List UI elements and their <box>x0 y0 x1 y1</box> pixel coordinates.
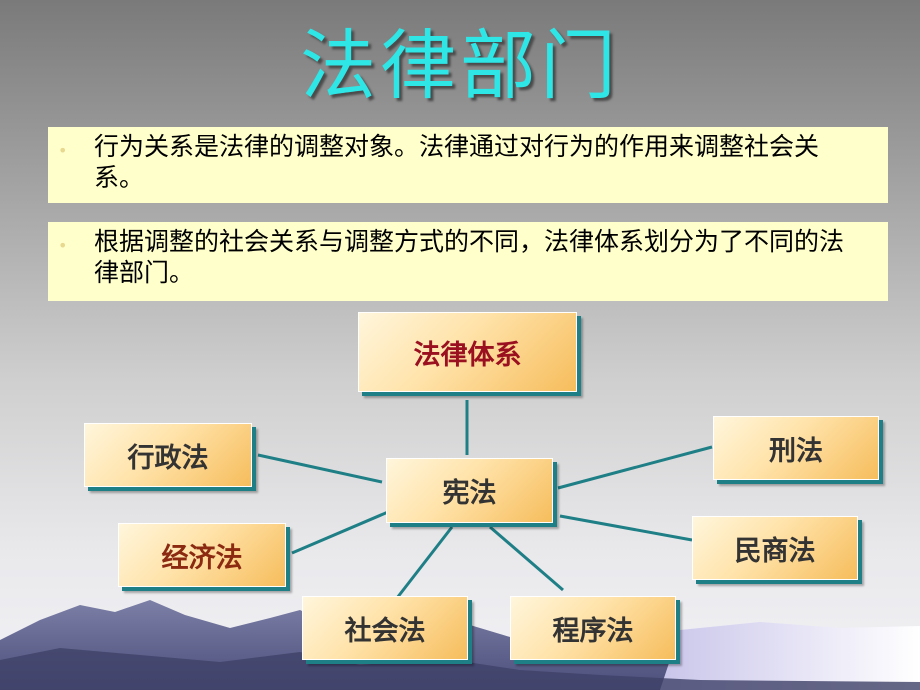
bullet-text-2: 根据调整的社会关系与调整方式的不同，法律体系划分为了不同的法律部门。 <box>94 227 845 287</box>
bullet-box-2: • 根据调整的社会关系与调整方式的不同，法律体系划分为了不同的法律部门。 <box>48 222 888 301</box>
connector-criminal <box>557 445 713 490</box>
node-criminal-law: 刑法 <box>713 416 879 480</box>
bullet-marker: • <box>58 236 68 255</box>
node-social-law: 社会法 <box>302 596 468 660</box>
connector-admin <box>257 453 383 484</box>
bullet-box-1: • 行为关系是法律的调整对象。法律通过对行为的作用来调整社会关系。 <box>48 127 888 203</box>
node-civil-commercial-law: 民商法 <box>692 516 858 580</box>
connector-econ <box>291 510 389 555</box>
bullet-text-1: 行为关系是法律的调整对象。法律通过对行为的作用来调整社会关系。 <box>94 132 820 192</box>
node-administrative-law: 行政法 <box>84 423 252 487</box>
connector-civil <box>559 514 693 542</box>
node-constitution: 宪法 <box>386 458 553 523</box>
node-legal-system: 法律体系 <box>358 312 577 392</box>
connector-social <box>395 526 454 599</box>
bullet-marker: • <box>58 141 68 160</box>
connector-procedure <box>489 525 564 592</box>
page-title: 法律部门 <box>300 21 620 110</box>
node-economic-law: 经济法 <box>118 523 286 587</box>
node-procedural-law: 程序法 <box>510 596 676 660</box>
